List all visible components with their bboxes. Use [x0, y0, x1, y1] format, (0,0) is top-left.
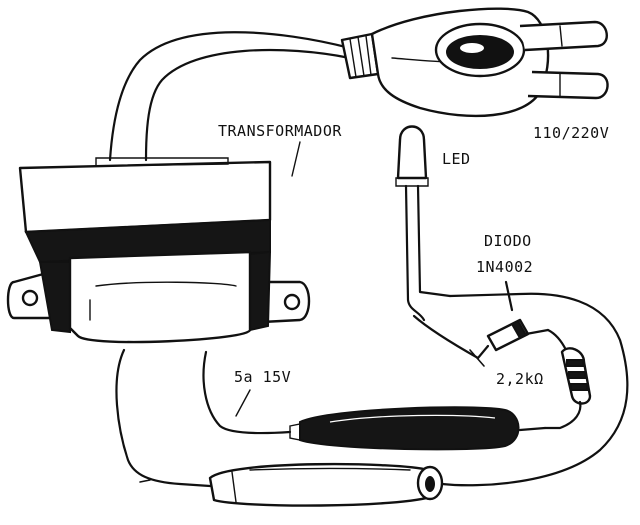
resistor	[543, 328, 592, 430]
led-label: LED	[442, 150, 471, 168]
voltage-out-label: 5a 15V	[234, 368, 291, 386]
resistor-label: 2,2kΩ	[496, 370, 544, 388]
led-to-diode-wire	[412, 314, 480, 360]
mains-cord	[108, 31, 352, 162]
transformer-label: TRANSFORMADOR	[218, 122, 342, 140]
black-probe	[289, 406, 547, 451]
return-wire	[440, 292, 629, 487]
mains-plug	[340, 7, 609, 118]
white-probe	[208, 462, 444, 507]
voltage-in-label: 110/220V	[533, 124, 609, 142]
secondary-wires	[115, 348, 292, 488]
diode-title-label: DIODO	[484, 232, 532, 250]
diode	[476, 280, 550, 360]
diode-part-label: 1N4002	[476, 258, 533, 276]
led	[395, 125, 452, 322]
transformer	[6, 157, 311, 344]
